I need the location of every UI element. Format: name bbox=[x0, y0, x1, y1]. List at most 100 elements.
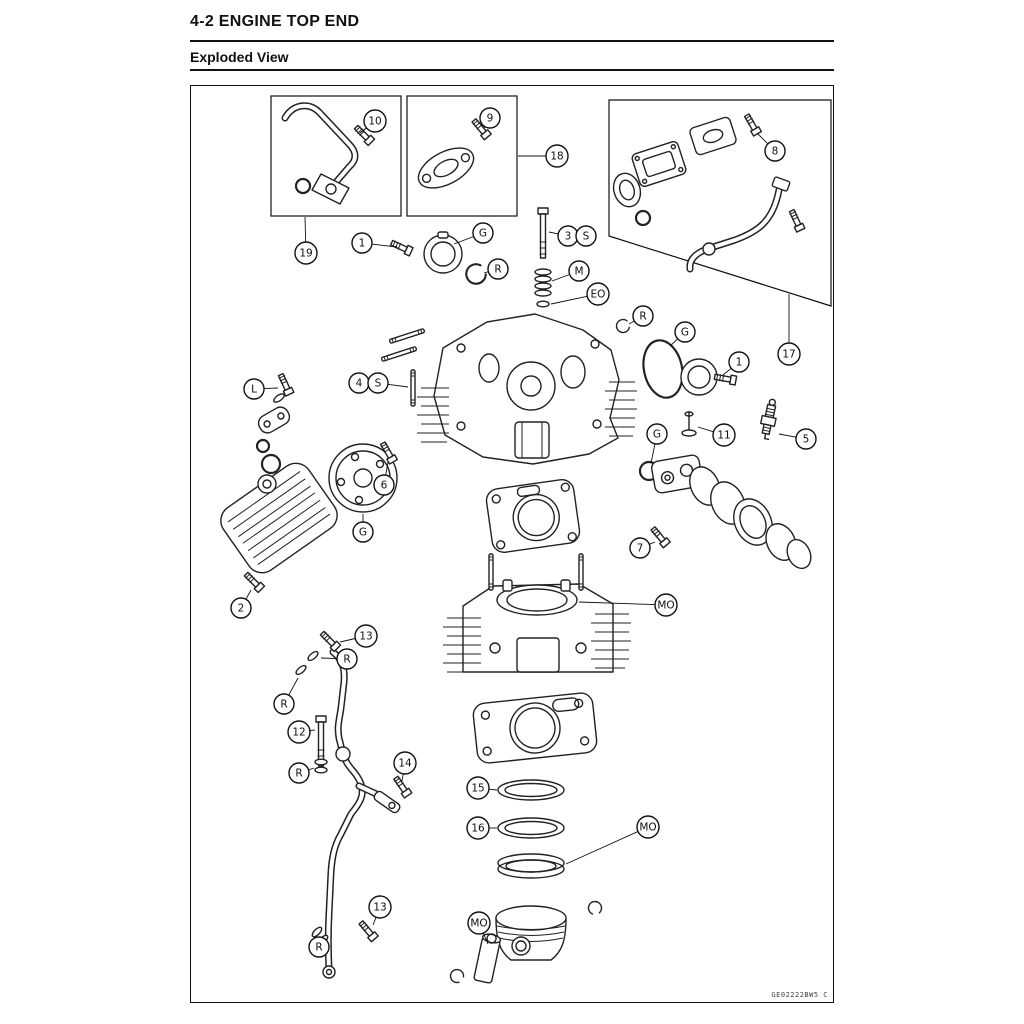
svg-text:1: 1 bbox=[359, 238, 366, 250]
svg-text:MO: MO bbox=[657, 600, 674, 612]
callout-l: L bbox=[243, 378, 279, 400]
svg-text:9: 9 bbox=[487, 113, 494, 125]
svg-text:13: 13 bbox=[359, 631, 372, 643]
svg-text:16: 16 bbox=[471, 823, 485, 835]
camshaft-bolt-spring bbox=[534, 207, 552, 308]
exploded-view-art: 10199188171GR3SMEORG14SL1156GG72MO13RR12… bbox=[220, 95, 832, 986]
secondary-air-intake-inset bbox=[608, 99, 832, 307]
svg-text:S: S bbox=[375, 378, 382, 390]
svg-text:4: 4 bbox=[356, 378, 363, 390]
svg-text:19: 19 bbox=[299, 248, 312, 260]
cylinder-head bbox=[380, 313, 637, 465]
callout-12: 12 bbox=[287, 720, 316, 744]
callout-9: 9 bbox=[479, 107, 501, 129]
svg-text:2: 2 bbox=[238, 603, 245, 615]
callout-18: 18 bbox=[518, 144, 569, 168]
section-subtitle: Exploded View bbox=[190, 49, 289, 65]
callout-g: G bbox=[352, 514, 374, 543]
callout-g: G bbox=[453, 222, 494, 245]
svg-text:R: R bbox=[494, 264, 501, 276]
svg-text:MO: MO bbox=[470, 918, 487, 930]
tappet-cap-upper bbox=[389, 231, 490, 289]
callout-16: 16 bbox=[466, 816, 497, 840]
svg-text:12: 12 bbox=[292, 727, 305, 739]
callout-8: 8 bbox=[756, 132, 786, 162]
svg-text:G: G bbox=[479, 228, 487, 240]
callout-13: 13 bbox=[368, 895, 392, 926]
callout-r: R bbox=[308, 936, 330, 958]
callout-5: 5 bbox=[778, 428, 817, 450]
head-gasket bbox=[485, 479, 581, 553]
svg-text:8: 8 bbox=[772, 146, 779, 158]
title-divider bbox=[190, 40, 834, 42]
figure-code: GE02222BW5 C bbox=[771, 991, 828, 999]
callout-g: G bbox=[669, 321, 696, 347]
svg-text:S: S bbox=[583, 231, 590, 243]
callout-r: R bbox=[273, 677, 299, 715]
svg-text:M: M bbox=[574, 266, 583, 278]
svg-text:G: G bbox=[653, 429, 661, 441]
right-cap-group bbox=[613, 317, 738, 482]
callout-m: M bbox=[551, 260, 590, 282]
callout-s: S bbox=[575, 225, 597, 247]
breather-pipe-inset bbox=[270, 95, 402, 217]
callout-r: R bbox=[483, 258, 509, 280]
svg-text:L: L bbox=[251, 384, 257, 396]
callout-g: G bbox=[646, 423, 668, 464]
svg-text:MO: MO bbox=[639, 822, 656, 834]
spark-plug bbox=[759, 398, 777, 441]
svg-text:EO: EO bbox=[591, 289, 606, 301]
callout-17: 17 bbox=[777, 294, 801, 366]
carburetor-holder bbox=[689, 466, 812, 570]
callout-1: 1 bbox=[722, 351, 750, 376]
subtitle-divider bbox=[190, 69, 834, 71]
svg-text:7: 7 bbox=[637, 543, 644, 555]
cylinder-stud bbox=[410, 369, 416, 407]
svg-text:11: 11 bbox=[717, 430, 730, 442]
cylinder-block bbox=[443, 553, 631, 673]
callout-3: 3 bbox=[548, 225, 579, 247]
svg-text:1: 1 bbox=[736, 357, 743, 369]
base-gasket bbox=[472, 692, 598, 764]
svg-text:6: 6 bbox=[381, 480, 388, 492]
piston bbox=[447, 899, 604, 986]
piston-rings bbox=[497, 779, 565, 879]
callout-14: 14 bbox=[393, 751, 417, 782]
callout-7: 7 bbox=[629, 537, 656, 559]
page-title: 4-2 ENGINE TOP END bbox=[190, 13, 360, 30]
callout-1: 1 bbox=[351, 232, 398, 254]
callout-s: S bbox=[367, 372, 409, 394]
callout-4: 4 bbox=[348, 372, 370, 394]
svg-text:R: R bbox=[315, 942, 322, 954]
callout-r: R bbox=[320, 648, 358, 670]
piston-pin bbox=[473, 933, 502, 984]
svg-text:G: G bbox=[681, 327, 689, 339]
callout-10: 10 bbox=[359, 109, 387, 134]
callout-11: 11 bbox=[697, 423, 736, 447]
svg-text:13: 13 bbox=[373, 902, 386, 914]
air-suction-valve bbox=[681, 411, 697, 437]
svg-text:R: R bbox=[343, 654, 350, 666]
callout-eo: EO bbox=[550, 282, 610, 306]
callout-6: 6 bbox=[373, 461, 395, 496]
svg-text:3: 3 bbox=[565, 231, 572, 243]
cover-plate-inset bbox=[406, 95, 518, 217]
oil-pipe bbox=[293, 629, 413, 979]
callout-r: R bbox=[288, 762, 315, 784]
svg-text:17: 17 bbox=[782, 349, 795, 361]
svg-text:5: 5 bbox=[803, 434, 810, 446]
callout-2: 2 bbox=[230, 589, 252, 619]
svg-text:R: R bbox=[639, 311, 646, 323]
callout-19: 19 bbox=[294, 216, 318, 265]
callout-mo: MO bbox=[565, 815, 660, 865]
svg-text:G: G bbox=[359, 527, 367, 539]
callout-r: R bbox=[628, 305, 654, 327]
svg-text:18: 18 bbox=[550, 151, 563, 163]
callout-mo: MO bbox=[467, 911, 491, 945]
callout-13: 13 bbox=[339, 624, 378, 648]
svg-text:R: R bbox=[295, 768, 302, 780]
svg-text:10: 10 bbox=[368, 116, 381, 128]
